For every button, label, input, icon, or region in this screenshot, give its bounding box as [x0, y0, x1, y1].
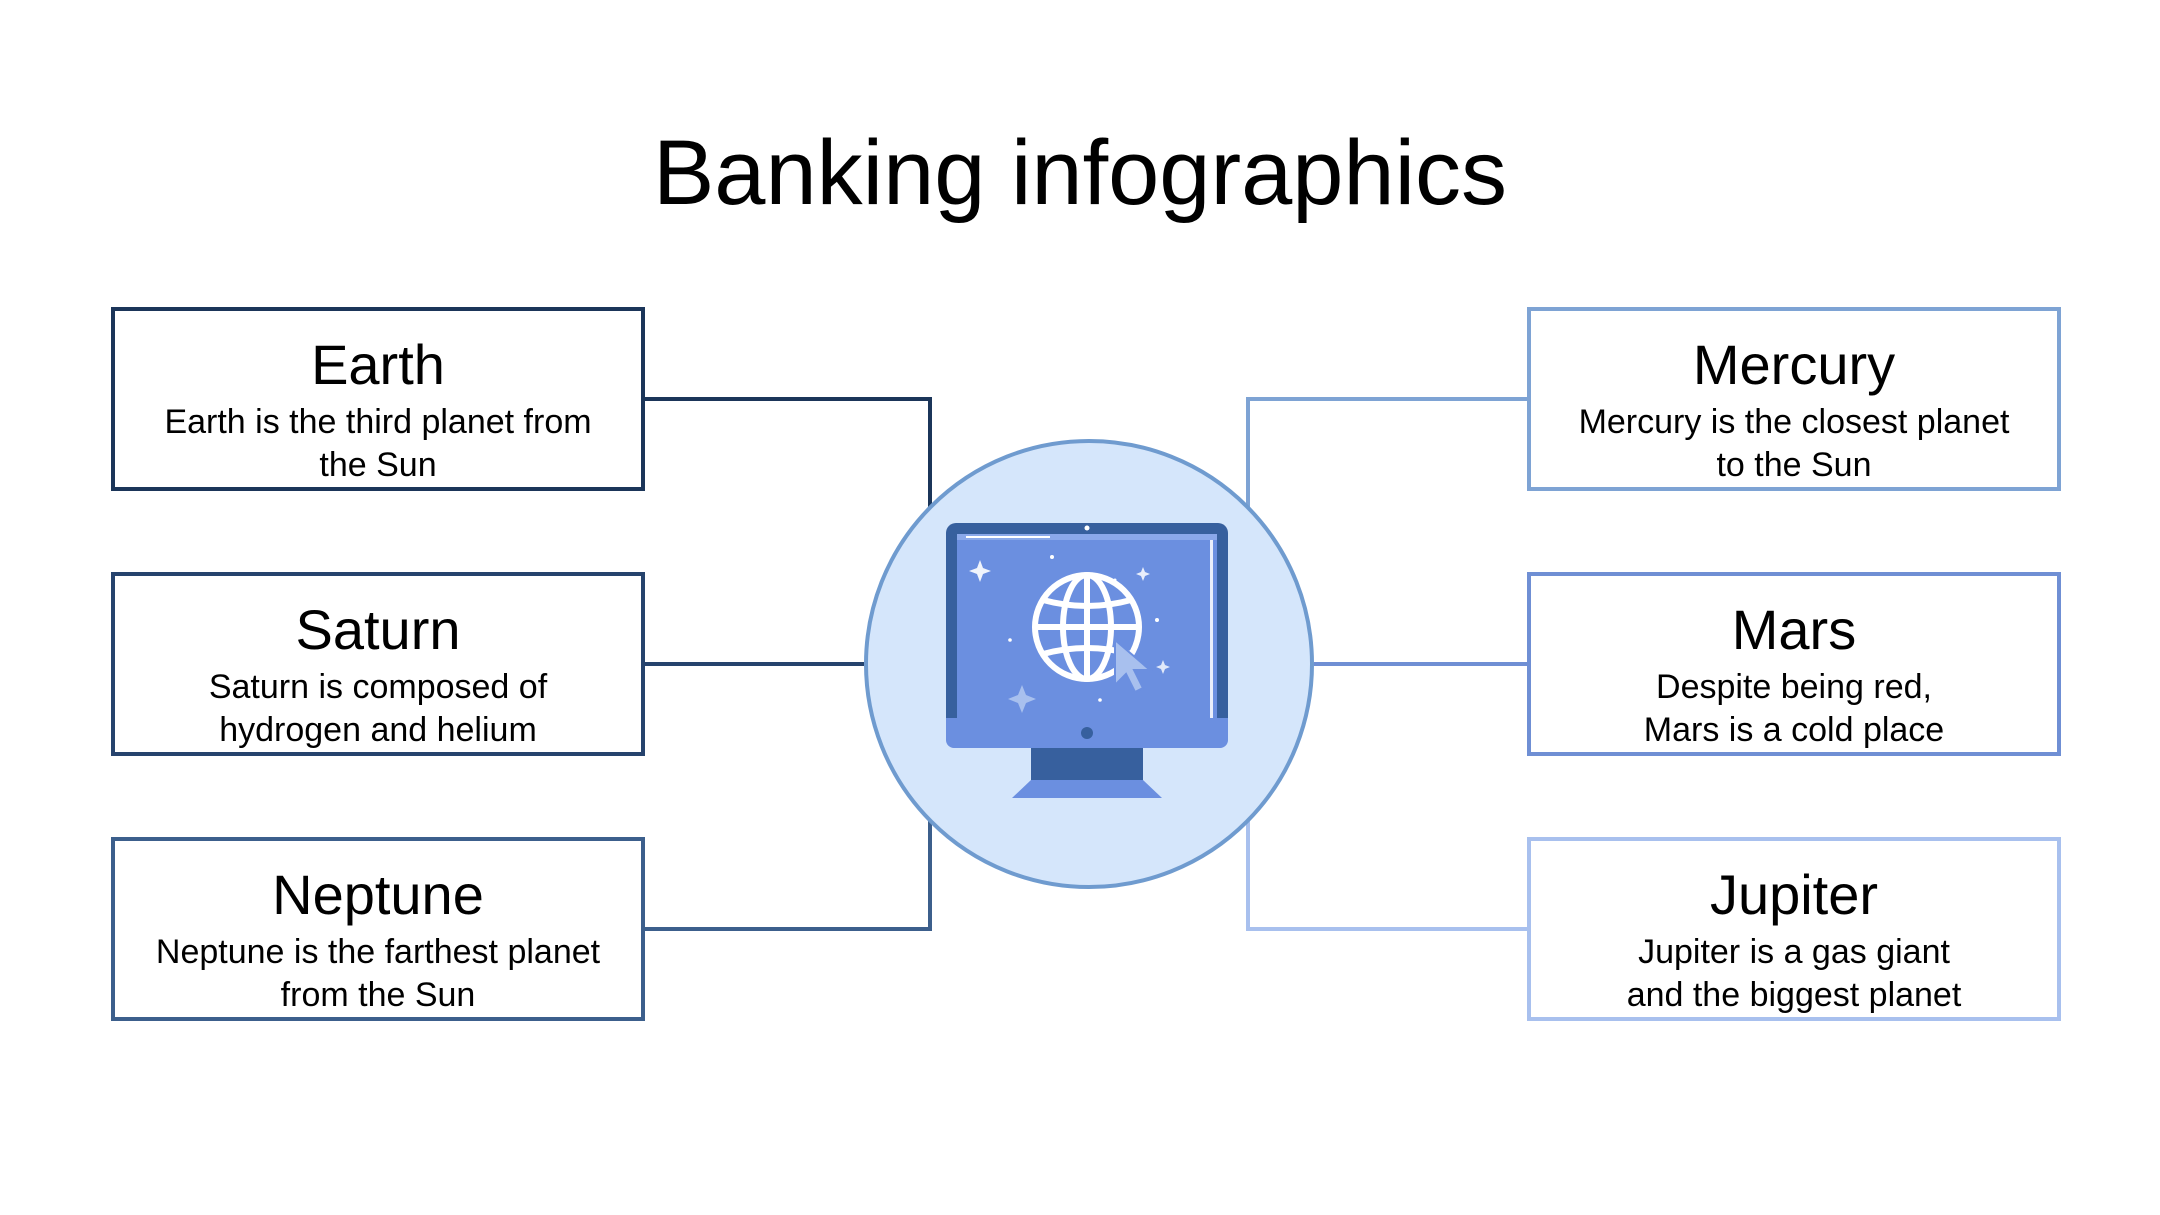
- page-title: Banking infographics: [652, 122, 1508, 224]
- card-text-neptune-line2: from the Sun: [280, 976, 476, 1014]
- card-text-saturn-line1: Saturn is composed of: [208, 668, 548, 706]
- center-circle: [864, 439, 1314, 889]
- card-text-mars-line2: Mars is a cold place: [1643, 711, 1945, 749]
- card-title-saturn: Saturn: [295, 598, 461, 661]
- card-text-earth: Earth is the third planet from the Sun: [115, 401, 641, 487]
- card-text-mercury: Mercury is the closest planet to the Sun: [1531, 401, 2057, 487]
- connector-mercury: [1246, 397, 1527, 510]
- card-earth: Earth Earth is the third planet from the…: [111, 307, 645, 491]
- card-text-saturn-line2: hydrogen and helium: [219, 711, 537, 749]
- card-title-mars: Mars: [1731, 598, 1857, 661]
- card-text-mercury-line2: to the Sun: [1716, 446, 1872, 484]
- card-text-earth-line1: Earth is the third planet from: [164, 403, 592, 441]
- card-neptune: Neptune Neptune is the farthest planet f…: [111, 837, 645, 1021]
- card-text-mars: Despite being red, Mars is a cold place: [1531, 666, 2057, 752]
- card-mercury: Mercury Mercury is the closest planet to…: [1527, 307, 2061, 491]
- card-mars: Mars Despite being red, Mars is a cold p…: [1527, 572, 2061, 756]
- computer-globe-icon: [946, 523, 1228, 798]
- card-text-neptune-line1: Neptune is the farthest planet: [155, 933, 601, 971]
- card-text-earth-line2: the Sun: [319, 446, 437, 484]
- card-text-mercury-line1: Mercury is the closest planet: [1578, 403, 2010, 441]
- card-title-neptune: Neptune: [272, 863, 484, 926]
- card-title-earth: Earth: [311, 333, 445, 396]
- card-title-mercury: Mercury: [1692, 333, 1896, 396]
- card-title-jupiter: Jupiter: [1709, 863, 1879, 926]
- card-text-jupiter-line1: Jupiter is a gas giant: [1638, 933, 1950, 971]
- connector-neptune: [645, 820, 932, 931]
- connector-jupiter: [1246, 820, 1527, 931]
- card-saturn: Saturn Saturn is composed of hydrogen an…: [111, 572, 645, 756]
- card-text-jupiter: Jupiter is a gas giant and the biggest p…: [1531, 931, 2057, 1017]
- card-jupiter: Jupiter Jupiter is a gas giant and the b…: [1527, 837, 2061, 1021]
- card-text-mars-line1: Despite being red,: [1656, 668, 1932, 706]
- card-text-saturn: Saturn is composed of hydrogen and heliu…: [115, 666, 641, 752]
- card-text-jupiter-line2: and the biggest planet: [1626, 976, 1962, 1014]
- connector-earth: [645, 397, 932, 510]
- card-text-neptune: Neptune is the farthest planet from the …: [115, 931, 641, 1017]
